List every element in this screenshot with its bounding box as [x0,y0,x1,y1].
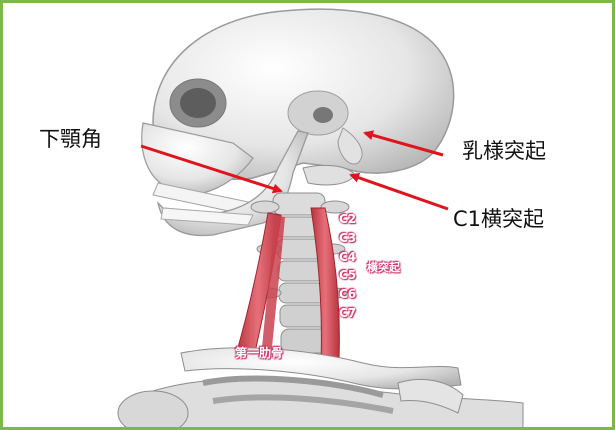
label-first-rib: 第一肋骨 [235,347,283,359]
label-mandible-angle: 下顎角 [39,129,102,150]
vertebra-label-c7: C7 [339,307,356,319]
label-mastoid-process: 乳様突起 [462,141,546,162]
label-transverse-process: 横突起 [367,262,400,273]
label-c1-transverse: C1横突起 [453,209,544,230]
vertebra-label-c6: C6 [339,288,356,300]
vertebra-label-c3: C3 [339,232,356,244]
vertebra-label-c2: C2 [339,213,356,225]
arrow-c1-transverse [351,175,448,209]
vertebra-label-c4: C4 [339,251,356,263]
vertebra-label-c5: C5 [339,269,356,281]
shoulder-girdle [118,348,523,430]
